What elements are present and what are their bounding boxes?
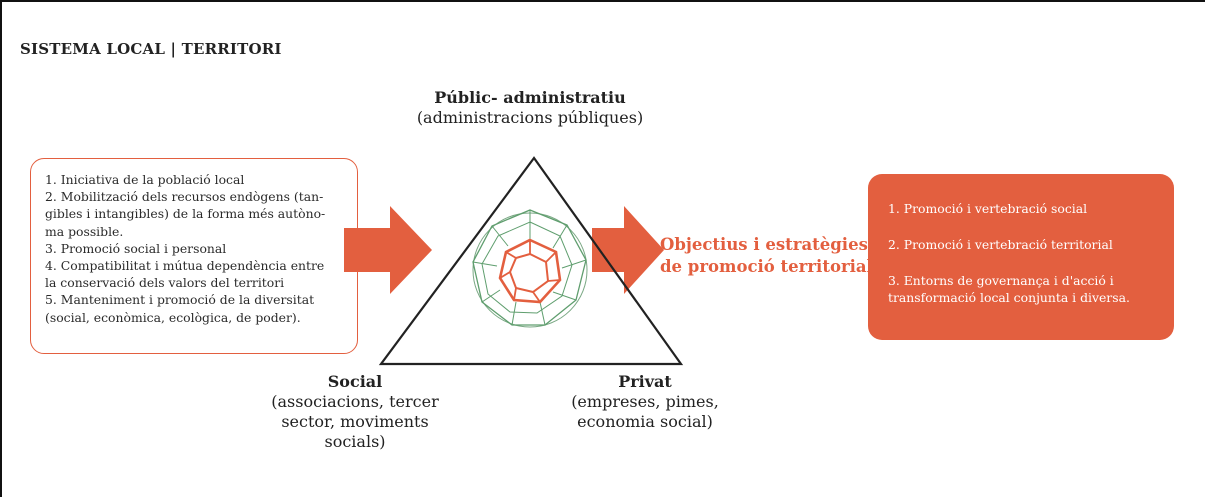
principle-line: gibles i intangibles) de la forma més au… xyxy=(45,206,326,222)
principle-line: 4. Compatibilitat i mútua dependència en… xyxy=(45,258,325,274)
objectives-title: Objectius i estratègies de promoció terr… xyxy=(660,234,873,278)
vertex-social-detail-line: sector, moviments xyxy=(281,412,429,431)
right-arrow xyxy=(592,206,664,294)
vertex-social: Social (associacions, tercer sector, mov… xyxy=(270,372,440,452)
objectives-title-line: Objectius i estratègies xyxy=(660,235,868,254)
vertex-public: Públic- administratiu (administracions p… xyxy=(380,88,680,128)
objective-item: 2. Promoció i vertebració territorial xyxy=(888,236,1164,253)
principle-line: (social, econòmica, ecològica, de poder)… xyxy=(45,309,301,325)
vertex-private: Privat (empreses, pimes, economia social… xyxy=(540,372,750,432)
vertex-private-detail-line: economia social) xyxy=(577,412,713,431)
objective-line: 2. Promoció i vertebració territorial xyxy=(888,237,1113,252)
left-arrow xyxy=(344,206,432,294)
objective-line: 1. Promoció i vertebració social xyxy=(888,201,1088,216)
objectives-title-line: de promoció territorial xyxy=(660,257,873,276)
system-title: SISTEMA LOCAL | TERRITORI xyxy=(20,40,282,58)
principle-line: 3. Promoció social i personal xyxy=(45,240,227,256)
vertex-private-detail-line: (empreses, pimes, xyxy=(571,392,719,411)
vertex-social-name: Social xyxy=(327,372,383,391)
vertex-public-name: Públic- administratiu xyxy=(434,88,626,107)
vertex-social-detail-line: socials) xyxy=(324,432,386,451)
principle-line: la conservació dels valors del territori xyxy=(45,275,285,291)
vertex-public-detail: (administracions públiques) xyxy=(416,108,644,127)
principle-line: ma possible. xyxy=(45,223,124,239)
polyhedron-icon xyxy=(472,209,588,328)
vertex-social-detail-line: (associacions, tercer xyxy=(271,392,439,411)
stakeholder-triangle xyxy=(378,156,684,366)
objective-line: transformació local conjunta i diversa. xyxy=(888,290,1130,305)
principle-line: 1. Iniciativa de la població local xyxy=(45,172,245,187)
principles-box: 1. Iniciativa de la població local 2. Mo… xyxy=(30,158,358,354)
objective-item: 1. Promoció i vertebració social xyxy=(888,200,1164,217)
objective-item: 3. Entorns de governança i d'acció i tra… xyxy=(888,272,1164,306)
objective-line: 3. Entorns de governança i d'acció i xyxy=(888,273,1114,288)
principle-line: 2. Mobilització dels recursos endògens (… xyxy=(45,189,324,205)
vertex-private-name: Privat xyxy=(618,372,672,391)
objectives-box: 1. Promoció i vertebració social 2. Prom… xyxy=(868,174,1174,340)
principle-line: 5. Manteniment i promoció de la diversit… xyxy=(45,292,315,308)
